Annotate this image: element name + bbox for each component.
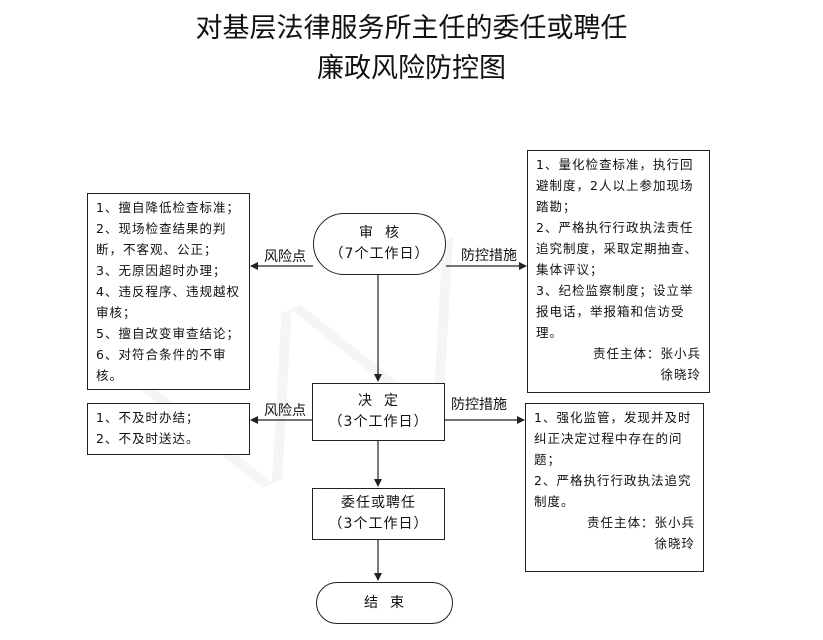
node-end-label: 结 束 [364, 594, 405, 611]
node-review: 审 核 （7个工作日） [313, 213, 446, 275]
node-end: 结 束 [316, 582, 453, 624]
node-decide-duration: （3个工作日） [328, 414, 429, 430]
risk-item: 6、对符合条件的不审核。 [96, 347, 227, 383]
control-measure-label: 防控措施 [451, 397, 507, 413]
control-box-review: 1、量化检查标准，执行回避制度，2人以上参加现场踏勘； 2、严格执行行政执法责任… [527, 150, 710, 393]
control-item: 1、量化检查标准，执行回避制度，2人以上参加现场踏勘； [536, 157, 694, 214]
control-measure-label: 防控措施 [461, 248, 517, 264]
node-review-label: 审 核 [359, 225, 400, 241]
risk-item: 5、擅自改变审查结论； [96, 326, 240, 341]
risk-item: 2、不及时送达。 [96, 431, 200, 446]
risk-point-label: 风险点 [264, 403, 306, 419]
node-review-duration: （7个工作日） [329, 246, 430, 262]
control-item: 2、严格执行行政执法责任追究制度，采取定期抽查、集体评议； [536, 220, 699, 277]
control-box-decide: 1、强化监管，发现并及时纠正决定过程中存在的问题； 2、严格执行行政执法追究制度… [525, 403, 704, 572]
control-item: 3、纪检监察制度；设立举报电话，举报箱和信访受理。 [536, 283, 694, 340]
control-item: 1、强化监管，发现并及时纠正决定过程中存在的问题； [534, 410, 692, 467]
node-decide-label: 决 定 [358, 393, 399, 409]
node-decide: 决 定 （3个工作日） [312, 383, 445, 441]
node-appoint: 委任或聘任 （3个工作日） [312, 488, 445, 540]
risk-item: 1、擅自降低检查标准； [96, 200, 240, 215]
risk-point-label: 风险点 [264, 249, 306, 265]
node-appoint-label: 委任或聘任 [341, 495, 416, 511]
risk-box-review: 1、擅自降低检查标准； 2、现场检查结果的判断，不客观、公正； 3、无原因超时办… [87, 193, 250, 390]
page-subtitle: 廉政风险防控图 [317, 53, 506, 84]
risk-item: 1、不及时办结； [96, 410, 200, 425]
node-appoint-duration: （3个工作日） [328, 516, 429, 532]
responsible-party: 责任主体：张小兵 [586, 515, 695, 530]
risk-item: 3、无原因超时办理； [96, 263, 227, 278]
risk-item: 2、现场检查结果的判断，不客观、公正； [96, 221, 227, 257]
page-title: 对基层法律服务所主任的委任或聘任 [195, 13, 628, 44]
risk-item: 4、违反程序、违规越权审核； [96, 284, 240, 320]
responsible-party: 责任主体：张小兵 [592, 346, 701, 361]
risk-box-decide: 1、不及时办结； 2、不及时送达。 [87, 403, 250, 455]
responsible-party-2: 徐晓玲 [654, 536, 695, 551]
responsible-party-2: 徐晓玲 [660, 367, 701, 382]
control-item: 2、严格执行行政执法追究制度。 [534, 473, 692, 509]
